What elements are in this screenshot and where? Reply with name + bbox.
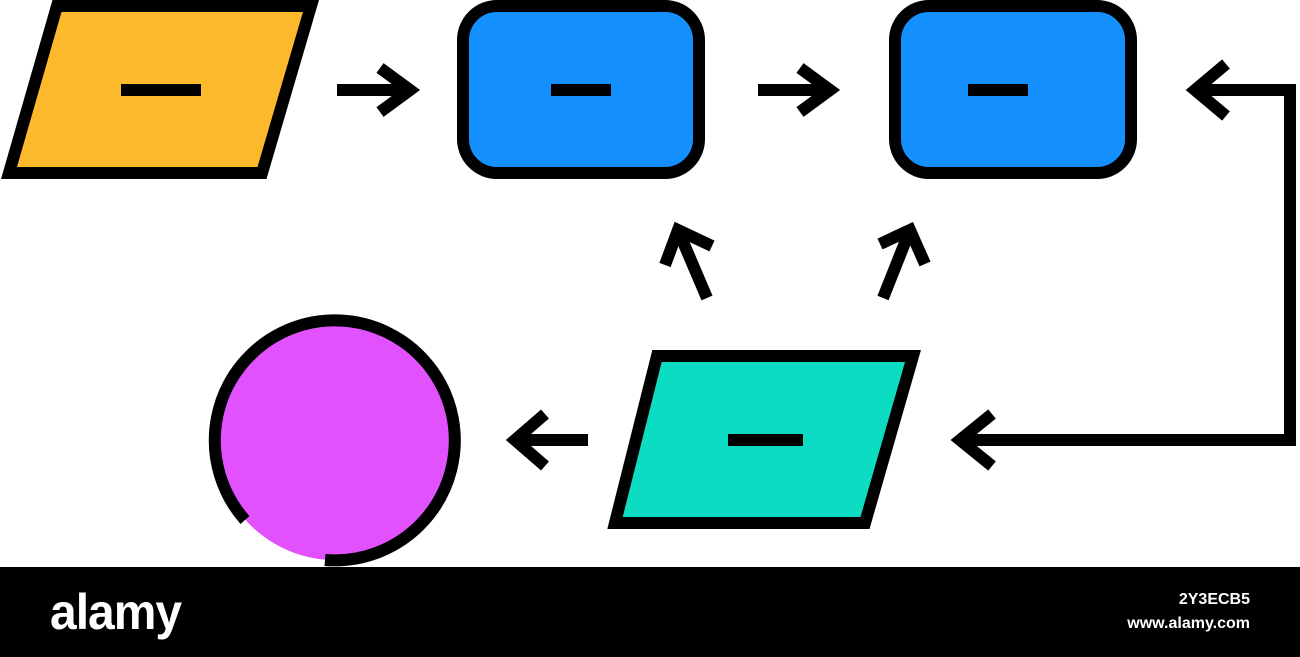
arrow-loop-right xyxy=(950,59,1296,471)
alamy-logo: alamy xyxy=(50,584,182,641)
image-id: 2Y3ECB5 xyxy=(1178,591,1250,608)
footer-bar: alamy 2Y3ECB5 www.alamy.com xyxy=(0,567,1300,657)
terminal-circle-fill xyxy=(215,320,455,560)
arrow-data-to-process-2 xyxy=(877,221,931,301)
site-url: www.alamy.com xyxy=(1127,615,1250,632)
arrow-process-1-to-process-2 xyxy=(758,63,841,117)
arrow-input-to-process-1 xyxy=(337,63,421,117)
arrow-data-to-circle xyxy=(505,409,588,471)
terminal-circle xyxy=(208,314,461,567)
arrow-data-to-process-1 xyxy=(659,221,715,301)
flowchart-diagram xyxy=(1,0,1296,567)
